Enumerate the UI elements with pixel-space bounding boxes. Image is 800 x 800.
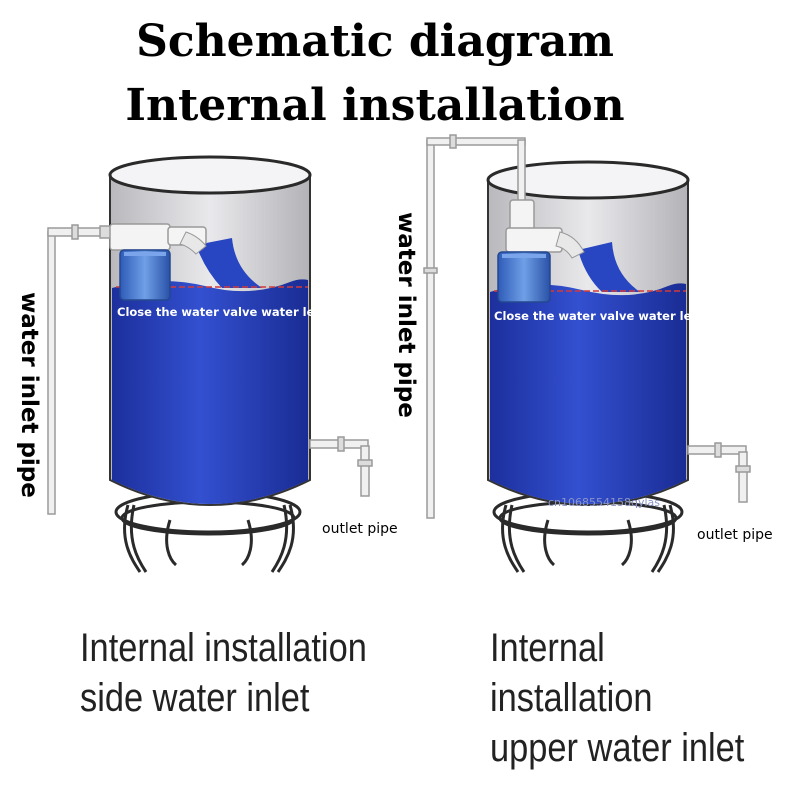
- right-tank: Close the water valve water leve cn10685…: [423, 134, 751, 573]
- right-outlet-pipe: [687, 442, 751, 503]
- right-inlet-pipe: [423, 134, 526, 519]
- left-float-valve: [109, 223, 207, 301]
- right-outlet-label: outlet pipe: [697, 527, 773, 543]
- right-float-valve: [497, 199, 585, 303]
- right-caption-line-1: Internal installation: [490, 626, 653, 720]
- title-line-1: Schematic diagram: [136, 16, 614, 67]
- right-tank-water: [490, 283, 686, 504]
- left-tank-water-jet: [196, 238, 262, 288]
- right-level-label: Close the water valve water leve: [494, 309, 707, 323]
- watermark: cn1068554158qylas: [548, 496, 660, 509]
- left-tank-water: [112, 279, 308, 504]
- left-caption-line-2: side water inlet: [80, 676, 310, 720]
- right-caption: Internal installation upper water inlet: [490, 623, 757, 773]
- left-caption: Internal installation side water inlet: [80, 623, 367, 723]
- left-caption-line-1: Internal installation: [80, 626, 367, 670]
- left-tank: Close the water valve water leve: [47, 155, 373, 573]
- right-tank-water-jet: [578, 242, 640, 292]
- right-caption-line-2: upper water inlet: [490, 726, 745, 770]
- title-line-2: Internal installation: [125, 80, 625, 131]
- left-outlet-label: outlet pipe: [322, 521, 398, 537]
- left-tank-stand: [114, 490, 302, 573]
- right-inlet-label: water inlet pipe: [393, 212, 419, 418]
- left-tank-rim: [108, 155, 312, 195]
- left-outlet-pipe: [309, 436, 373, 497]
- left-inlet-label: water inlet pipe: [16, 292, 42, 498]
- left-level-label: Close the water valve water leve: [117, 305, 330, 319]
- left-inlet-pipe: [47, 224, 117, 515]
- right-tank-rim: [486, 160, 690, 200]
